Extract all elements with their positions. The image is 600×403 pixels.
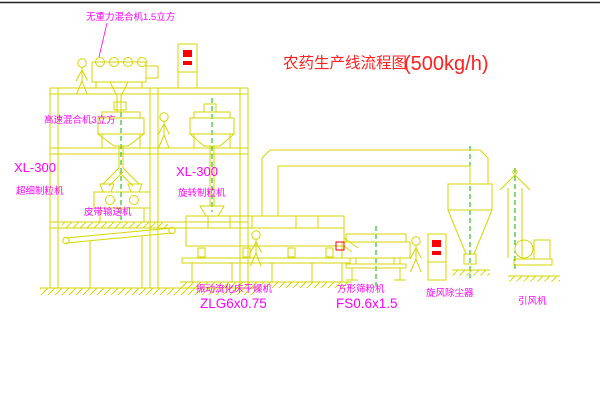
exhaust-duct bbox=[261, 149, 489, 216]
label-cyclone: 旋风除尘器 bbox=[426, 287, 474, 299]
control-cabinet-top bbox=[177, 43, 198, 89]
vibration-spring bbox=[197, 247, 206, 258]
fluid-bed-dryer bbox=[180, 215, 359, 283]
fan-ground-hatch bbox=[508, 276, 560, 282]
granulator-left bbox=[93, 167, 151, 222]
label-leader-line bbox=[98, 22, 108, 58]
vibration-spring bbox=[242, 247, 251, 258]
label-sieve-name: 方形筛粉机 bbox=[337, 283, 385, 295]
worker-figure bbox=[75, 58, 88, 95]
dryer-ground-hatch bbox=[180, 282, 352, 288]
cabinet-display bbox=[183, 50, 192, 57]
rotary-valve bbox=[463, 253, 477, 265]
ground-hatch bbox=[40, 288, 258, 295]
worker-figure bbox=[157, 112, 170, 149]
cyclone-ground-hatch bbox=[452, 270, 490, 276]
label-fan: 引风机 bbox=[518, 295, 547, 307]
diagram-title: 农药生产线流程图 bbox=[283, 54, 407, 72]
worker-figure bbox=[249, 230, 262, 267]
label-high-speed-mixer: 高速混合机3立方 bbox=[44, 114, 116, 126]
label-belt-conveyor: 皮带输送机 bbox=[84, 206, 132, 218]
fan-motor bbox=[533, 239, 551, 260]
sieve-spring bbox=[349, 257, 357, 265]
sieve-spring bbox=[393, 257, 401, 265]
label-granulator-left-model: XL-300 bbox=[14, 160, 56, 175]
label-granulator-center-model: XL-300 bbox=[176, 164, 218, 179]
exhaust-stack bbox=[499, 169, 531, 258]
granulator-motor bbox=[203, 103, 217, 113]
building-structure bbox=[49, 87, 249, 288]
centerlines bbox=[120, 96, 516, 286]
label-granulator-center-name: 旋转制粒机 bbox=[178, 187, 226, 199]
square-sieve bbox=[341, 233, 411, 281]
label-dryer-model: ZLG6x0.75 bbox=[200, 296, 267, 311]
induced-draft-fan bbox=[508, 239, 560, 277]
cyclone-separator bbox=[447, 183, 493, 271]
worker-figure bbox=[409, 236, 422, 273]
granulator-center bbox=[188, 103, 236, 217]
belt-conveyor bbox=[62, 226, 176, 288]
fan-volute bbox=[514, 239, 534, 259]
cabinet-buttons bbox=[183, 61, 192, 65]
cabinet-display bbox=[432, 240, 441, 247]
vibration-spring bbox=[287, 247, 296, 258]
label-gravity-free-mixer: 无重力混合机1.5立方 bbox=[86, 11, 175, 23]
high-speed-mixer bbox=[96, 101, 146, 168]
mixer-motor bbox=[113, 101, 127, 111]
rain-cap bbox=[499, 174, 531, 191]
diagram-title-capacity: (500kg/h) bbox=[404, 53, 489, 75]
vibration-spring bbox=[325, 247, 334, 258]
cabinet-buttons bbox=[432, 251, 441, 255]
discharge-connector bbox=[335, 241, 345, 251]
gravity-free-mixer bbox=[91, 57, 159, 112]
floor-slab-hatch bbox=[62, 222, 168, 228]
label-dryer-name: 振动流化床干燥机 bbox=[196, 283, 273, 295]
mixer-motor bbox=[145, 65, 159, 79]
label-granulator-left-name: 超细制粒机 bbox=[16, 185, 64, 197]
label-sieve-model: FS0.6x1.5 bbox=[336, 296, 398, 311]
control-cabinet-bottom bbox=[427, 233, 447, 281]
